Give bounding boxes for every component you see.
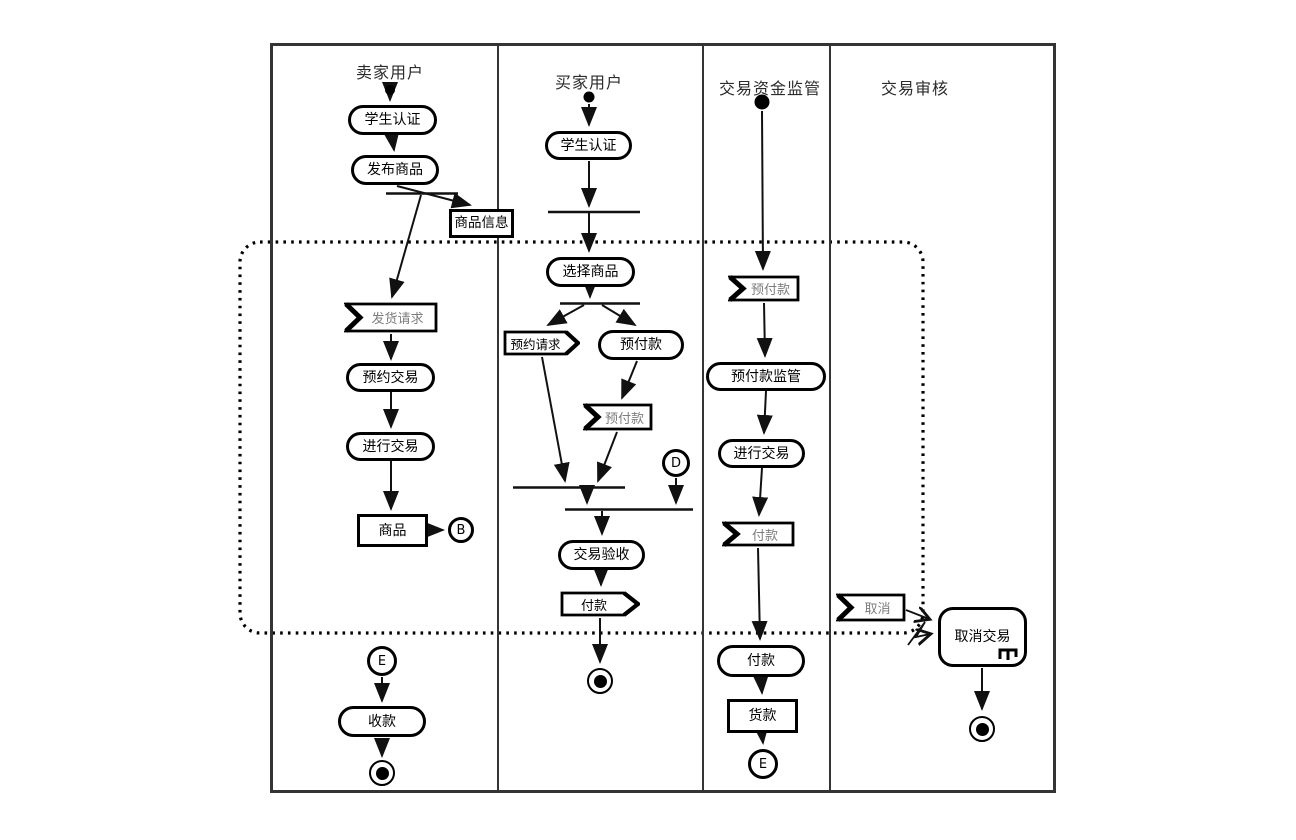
- signal-receive-ship-request: 发货请求: [344, 302, 438, 333]
- lane-divider-1: [496, 43, 499, 793]
- activity-buyer-auth: 学生认证: [545, 131, 632, 160]
- interrupt-zigzag-edge: [907, 621, 930, 645]
- swimlane-frame: [270, 43, 1056, 793]
- seller-final-node: [369, 760, 395, 786]
- activity-auditor-cancel-trade: 取消交易: [938, 607, 1027, 667]
- receive-signal-shape: [722, 521, 795, 547]
- lane-title-buyer: 买家用户: [554, 73, 623, 92]
- signal-send-pay: 付款: [560, 591, 640, 617]
- connector-e-seller: E: [367, 646, 397, 676]
- signal-receive-prepay-regulator: 预付款: [728, 275, 800, 302]
- cancel-trade-label: 取消交易: [954, 629, 1011, 645]
- lane-title-regulator: 交易资金监管: [718, 79, 821, 98]
- object-product-info: 商品信息: [449, 209, 514, 238]
- activity-seller-publish: 发布商品: [351, 155, 439, 185]
- signal-receive-prepay-buyer: 预付款: [583, 403, 653, 431]
- seller-edges: [374, 82, 472, 758]
- activity-regulator-do-trade: 进行交易: [718, 439, 805, 468]
- lane-title-seller: 卖家用户: [355, 63, 424, 82]
- lane-divider-2: [701, 43, 704, 793]
- activity-seller-receive-money: 收款: [338, 706, 426, 737]
- receive-signal-shape: [344, 302, 438, 333]
- signal-receive-pay-regulator: 付款: [722, 521, 795, 547]
- connector-b: B: [448, 517, 474, 543]
- rake-icon: [998, 648, 1018, 660]
- lane-divider-3: [828, 43, 831, 793]
- activity-regulator-prepay-supervise: 预付款监管: [706, 362, 826, 391]
- activity-seller-reserve-trade: 预约交易: [346, 363, 435, 392]
- activity-seller-auth: 学生认证: [348, 105, 437, 135]
- connector-d: D: [662, 449, 690, 477]
- receive-signal-shape: [836, 593, 906, 622]
- auditor-final-node: [969, 716, 995, 742]
- object-payment: 货款: [727, 699, 798, 733]
- activity-regulator-pay: 付款: [717, 645, 805, 677]
- object-product: 商品: [357, 514, 428, 547]
- lane-title-auditor: 交易审核: [880, 79, 949, 98]
- send-signal-shape: [560, 591, 640, 617]
- activity-buyer-select: 选择商品: [546, 257, 635, 287]
- receive-signal-shape: [583, 403, 653, 431]
- regulator-start-node: [754, 94, 770, 110]
- seller-start-node: [385, 85, 395, 95]
- regulator-edges: [751, 110, 773, 745]
- activity-buyer-prepay: 预付款: [598, 330, 684, 360]
- activity-seller-do-trade: 进行交易: [346, 432, 435, 461]
- buyer-start-node: [583, 91, 595, 103]
- activity-buyer-acceptance: 交易验收: [558, 540, 645, 570]
- auditor-edges: [905, 610, 990, 711]
- connector-e-regulator: E: [748, 749, 778, 779]
- signal-send-reserve-request: 预约请求: [503, 330, 580, 356]
- receive-signal-shape: [728, 275, 800, 302]
- buyer-edges: [513, 104, 693, 664]
- send-signal-shape: [503, 330, 580, 356]
- signal-receive-cancel: 取消: [836, 593, 906, 622]
- buyer-final-node: [587, 668, 613, 694]
